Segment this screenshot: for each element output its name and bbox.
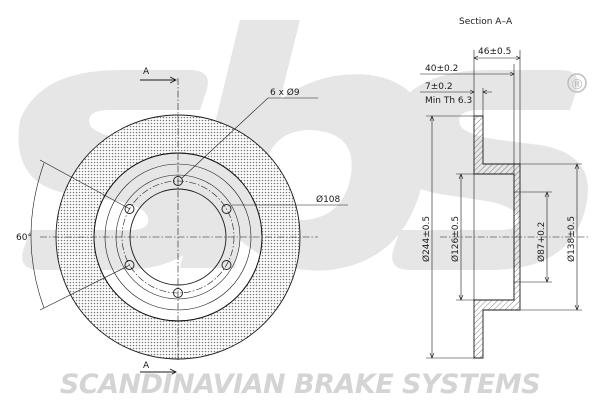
dim-87-line [544, 191, 550, 283]
section-arrow-top [140, 76, 178, 84]
bolt-callout-leader [181, 97, 318, 179]
angle-leader-lower [39, 264, 131, 311]
angle-label: 60° [16, 233, 32, 243]
min-thickness: Min Th 6.3 [425, 96, 472, 106]
bolt-callout: 6 x Ø9 [270, 87, 300, 98]
section-arrow-bottom [140, 368, 178, 376]
dim-46-line [473, 55, 521, 61]
bolt-hole [221, 260, 232, 270]
dim-126: Ø126±0.5 [450, 216, 461, 262]
section-title: Section A–A [459, 17, 513, 27]
dim-7-line [420, 89, 492, 95]
section-mark-top: A [143, 67, 150, 77]
angle-leader-upper [39, 159, 131, 210]
dim-244: Ø244±0.5 [421, 216, 432, 262]
angle-arc [30, 162, 45, 309]
dim-7: 7±0.2 [425, 82, 453, 92]
front-view: A A 60° 6 x Ø9 Ø108 [16, 67, 348, 376]
dim-87: Ø87+0.2 [536, 222, 547, 262]
bolt-hole [221, 204, 232, 214]
dim-138: Ø138±0.5 [566, 216, 577, 262]
registered-mark: ® [570, 77, 584, 93]
dim-244-line [429, 115, 435, 359]
bolt-hole [124, 260, 135, 270]
dim-138-line [574, 163, 580, 311]
pcd-callout: Ø108 [316, 194, 341, 205]
section-view: Section A–A 46±0.5 40±0.2 7±0.2 Min Th 6… [420, 17, 590, 359]
bolt-hole [124, 204, 135, 214]
section-mark-bottom: A [143, 361, 150, 371]
registered-mark-circle [567, 73, 587, 93]
dim-40: 40±0.2 [425, 64, 458, 74]
dim-46: 46±0.5 [478, 47, 511, 57]
bolt-hole [173, 176, 183, 186]
dim-126-line [458, 173, 464, 301]
dim-40-line [420, 71, 515, 77]
footer-brand: SCANDINAVIAN BRAKE SYSTEMS [60, 369, 540, 400]
